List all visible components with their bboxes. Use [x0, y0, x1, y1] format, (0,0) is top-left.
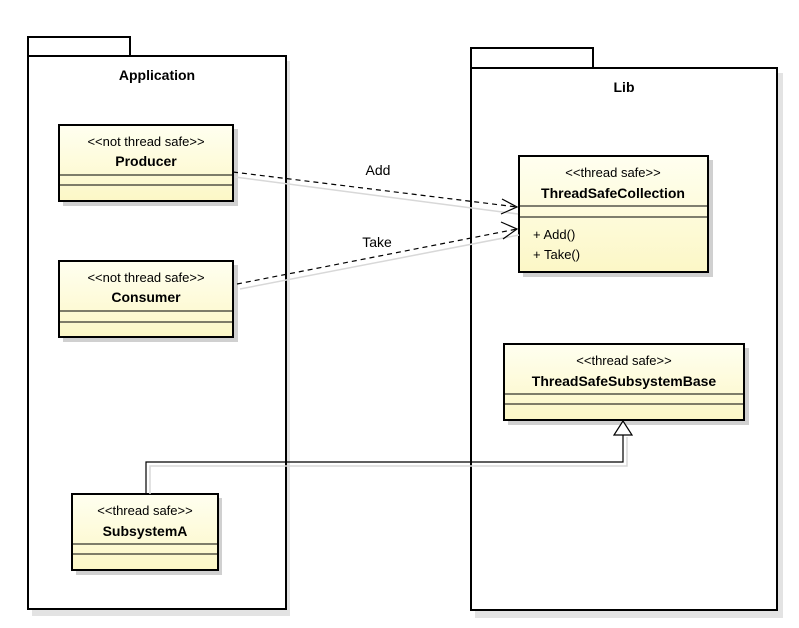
thread-safe-collection-name: ThreadSafeCollection [541, 185, 685, 201]
edge-add[interactable]: Add [232, 162, 519, 215]
member-take: + Take() [533, 247, 580, 262]
generalization-arrowhead [612, 419, 634, 436]
subsystem-a-stereotype: <<thread safe>> [97, 503, 192, 518]
class-thread-safe-subsystem-base[interactable]: <<thread safe>> ThreadSafeSubsystemBase [503, 343, 749, 425]
consumer-stereotype: <<not thread safe>> [87, 270, 204, 285]
edge-add-arrowhead [500, 198, 519, 215]
edge-take-arrowhead [500, 221, 519, 240]
class-consumer[interactable]: <<not thread safe>> Consumer [58, 260, 238, 342]
package-lib[interactable]: Lib [470, 47, 783, 618]
edge-add-line [232, 171, 518, 208]
edge-add-label: Add [366, 162, 391, 178]
edge-generalization[interactable] [145, 419, 634, 494]
consumer-name: Consumer [111, 289, 181, 305]
thread-safe-subsystem-base-name: ThreadSafeSubsystemBase [532, 373, 717, 389]
edge-take[interactable]: Take [236, 221, 520, 290]
producer-name: Producer [115, 153, 177, 169]
class-thread-safe-collection[interactable]: <<thread safe>> ThreadSafeCollection + A… [518, 155, 713, 277]
edge-take-line [236, 228, 518, 285]
package-application-name: Application [119, 67, 195, 83]
class-subsystem-a[interactable]: <<thread safe>> SubsystemA [71, 493, 222, 575]
member-add: + Add() [533, 227, 575, 242]
thread-safe-subsystem-base-stereotype: <<thread safe>> [576, 353, 671, 368]
edge-take-label: Take [362, 234, 392, 250]
producer-stereotype: <<not thread safe>> [87, 134, 204, 149]
subsystem-a-name: SubsystemA [103, 523, 188, 539]
class-producer[interactable]: <<not thread safe>> Producer [58, 124, 238, 206]
generalization-line [145, 435, 624, 494]
thread-safe-collection-stereotype: <<thread safe>> [565, 165, 660, 180]
package-lib-name: Lib [614, 79, 635, 95]
